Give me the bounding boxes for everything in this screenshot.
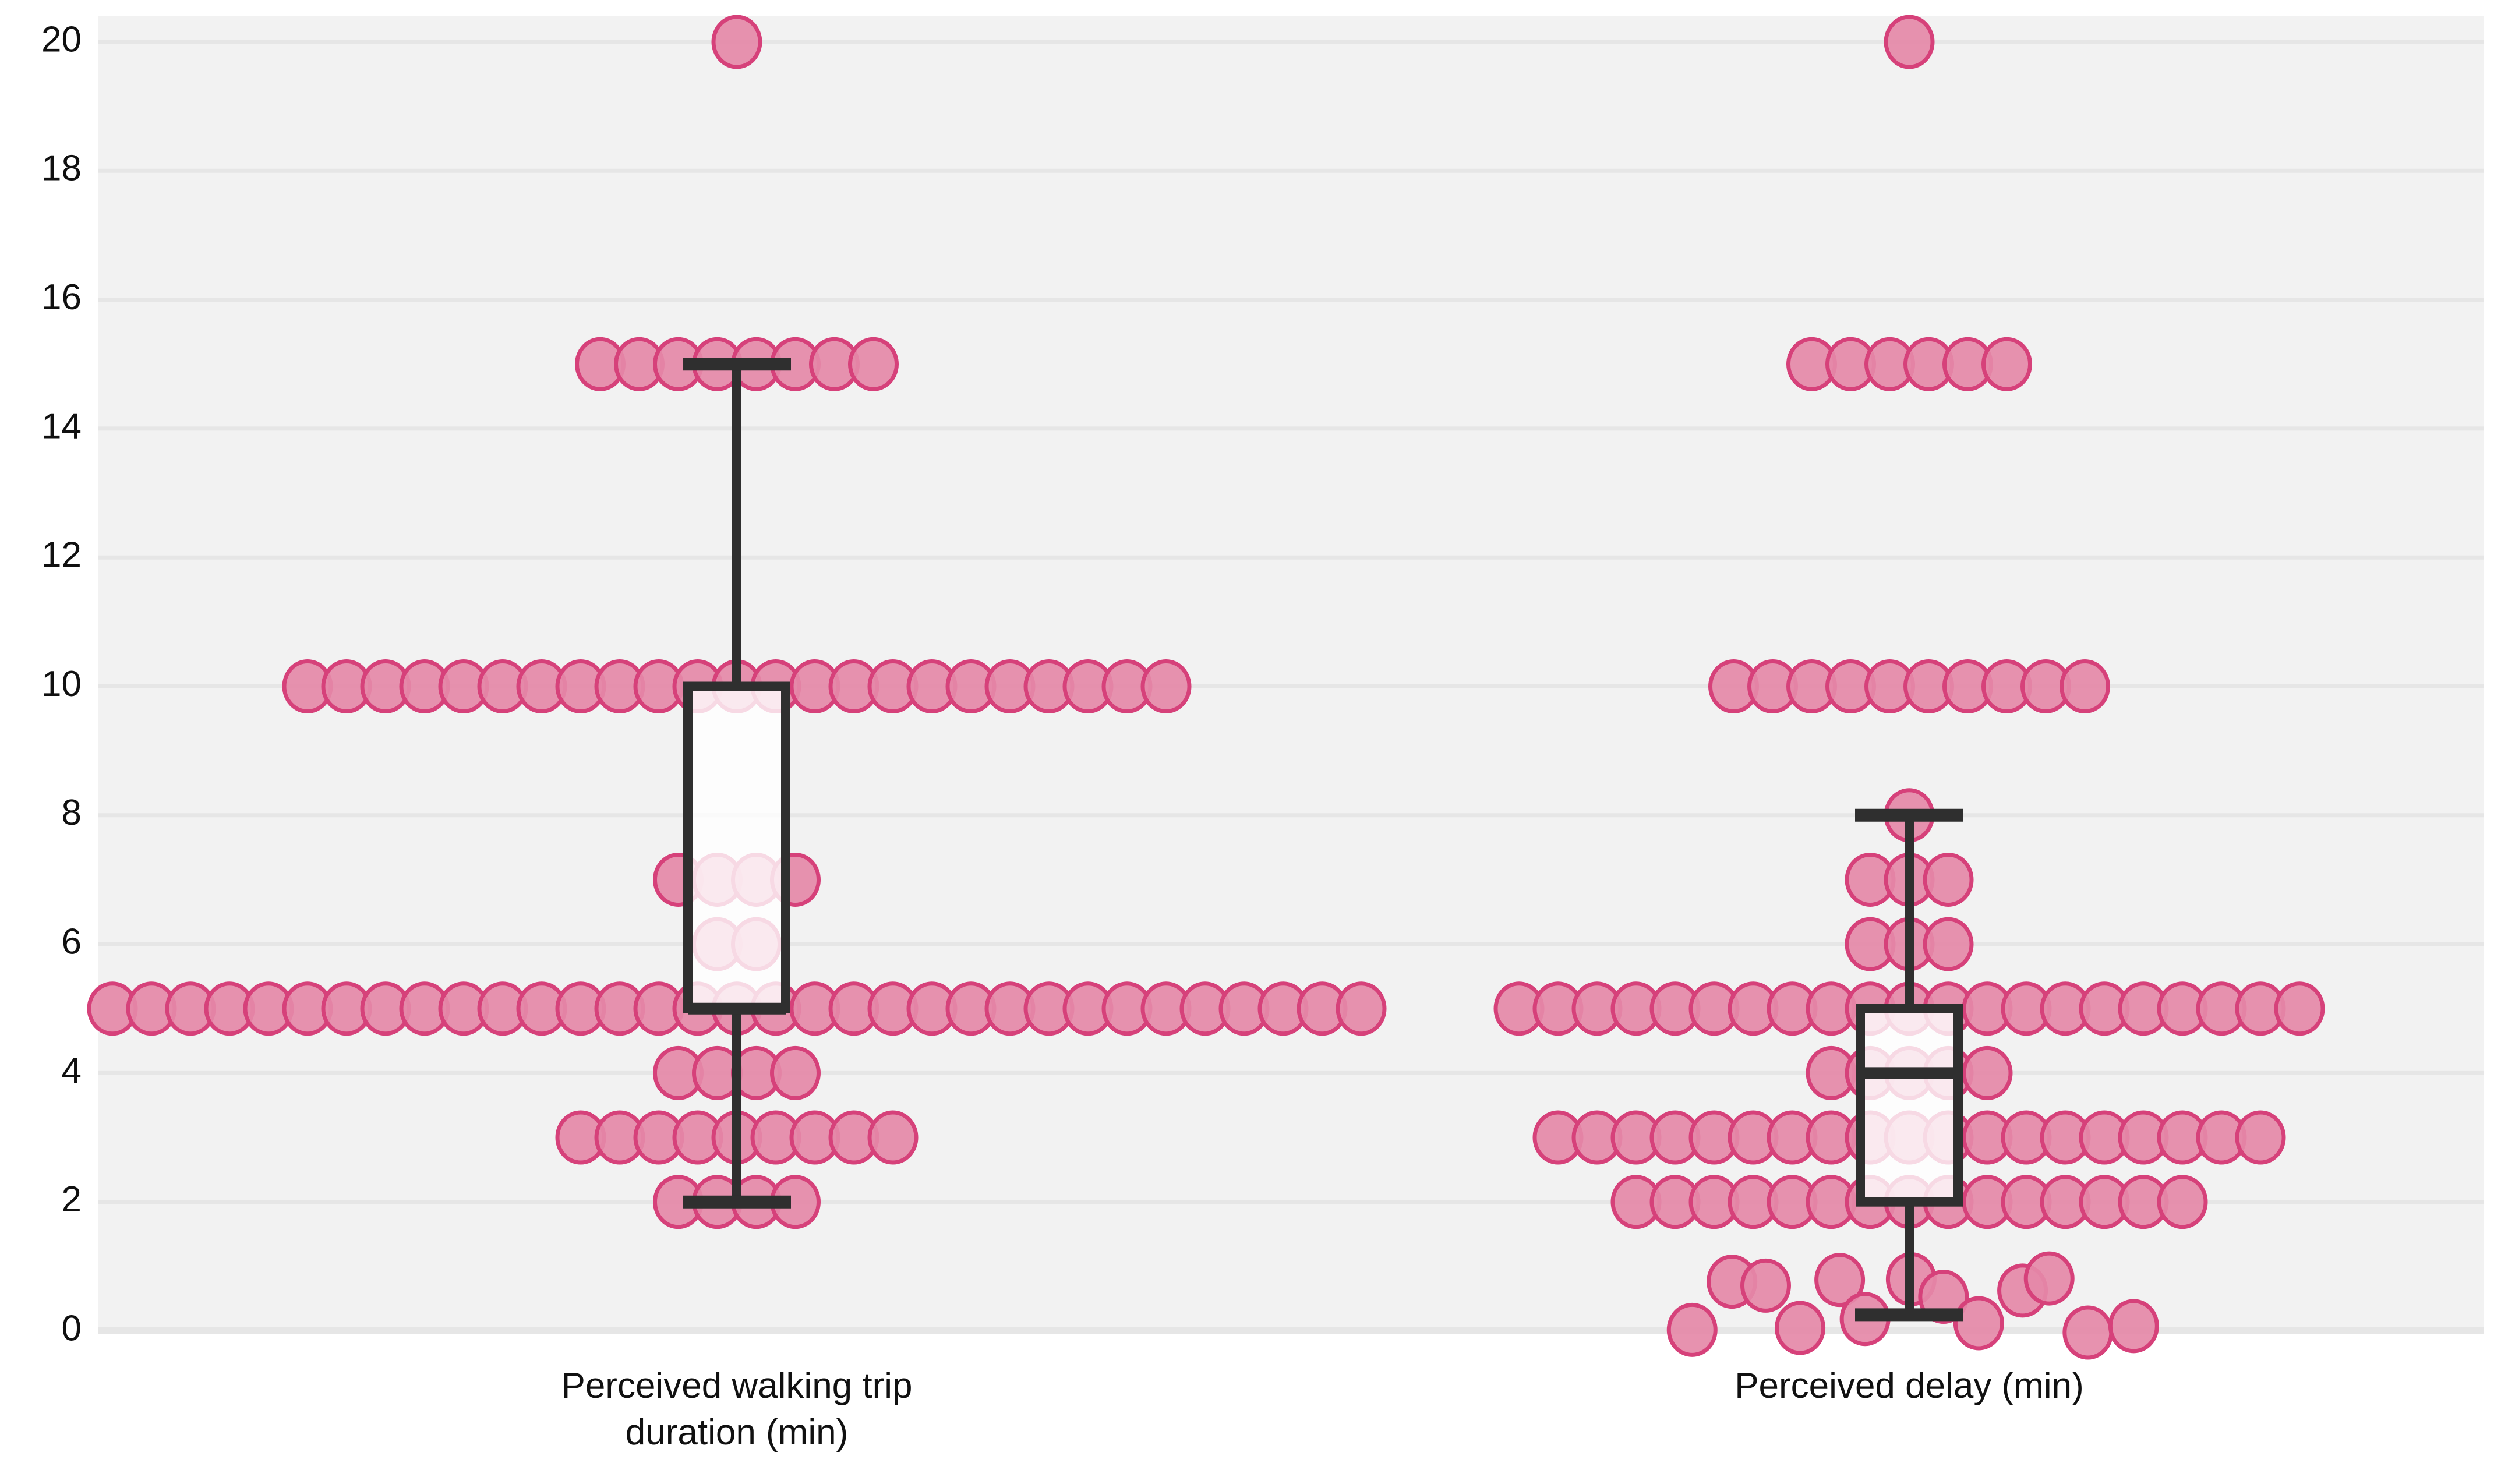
x-axis-label-line: Perceived walking trip	[561, 1366, 912, 1406]
x-axis-category-label: Perceived walking trip duration (min)	[561, 1366, 912, 1453]
y-axis-tick-label: 12	[41, 535, 82, 575]
box-iqr	[1856, 1004, 1963, 1207]
y-axis-tick-label: 4	[62, 1051, 82, 1091]
data-point	[1140, 659, 1192, 713]
y-axis-tick-label: 16	[41, 277, 82, 317]
data-point	[1923, 852, 1974, 907]
y-axis-tick-label: 18	[41, 149, 82, 189]
y-axis-tick-label: 8	[62, 793, 82, 833]
data-point	[867, 1110, 919, 1165]
x-axis-label-line: Perceived delay (min)	[1735, 1366, 2084, 1406]
y-axis-tick-label: 0	[62, 1308, 82, 1348]
data-point-jittered	[1814, 1253, 1866, 1308]
data-point	[711, 15, 762, 69]
data-point	[848, 337, 899, 391]
gridlines-group	[98, 40, 2484, 1334]
y-axis-tick-label: 10	[41, 664, 82, 704]
box-iqr	[683, 681, 790, 1013]
data-point	[1962, 1045, 2013, 1100]
data-point-jittered	[2023, 1251, 2075, 1306]
data-point-jittered	[2062, 1305, 2114, 1360]
data-point	[2274, 981, 2325, 1036]
boxplots-group	[683, 358, 1963, 1322]
data-point-jittered	[2108, 1299, 2159, 1354]
data-point	[2235, 1110, 2286, 1165]
data-point	[1884, 15, 1935, 69]
y-axis-tick-label: 6	[62, 921, 82, 962]
data-point-jittered	[1740, 1258, 1791, 1313]
y-axis-tick-label: 2	[62, 1179, 82, 1220]
data-point	[2157, 1175, 2208, 1229]
data-point-jittered	[1666, 1302, 1718, 1357]
data-point	[1981, 337, 2032, 391]
y-axis-tick-labels: 0 2 4 6 8 10 12 14 16 18 20	[41, 19, 82, 1348]
x-axis-label-line: duration (min)	[626, 1412, 848, 1453]
y-axis-tick-label: 20	[41, 19, 82, 59]
data-point	[1923, 917, 1974, 971]
data-point	[770, 1045, 821, 1100]
data-point-jittered	[1775, 1301, 1826, 1355]
data-point	[2060, 659, 2110, 713]
data-point	[1336, 981, 1387, 1036]
x-axis-category-label: Perceived delay (min)	[1735, 1366, 2084, 1406]
data-point-jittered	[1953, 1296, 2004, 1351]
y-axis-tick-label: 14	[41, 406, 82, 446]
